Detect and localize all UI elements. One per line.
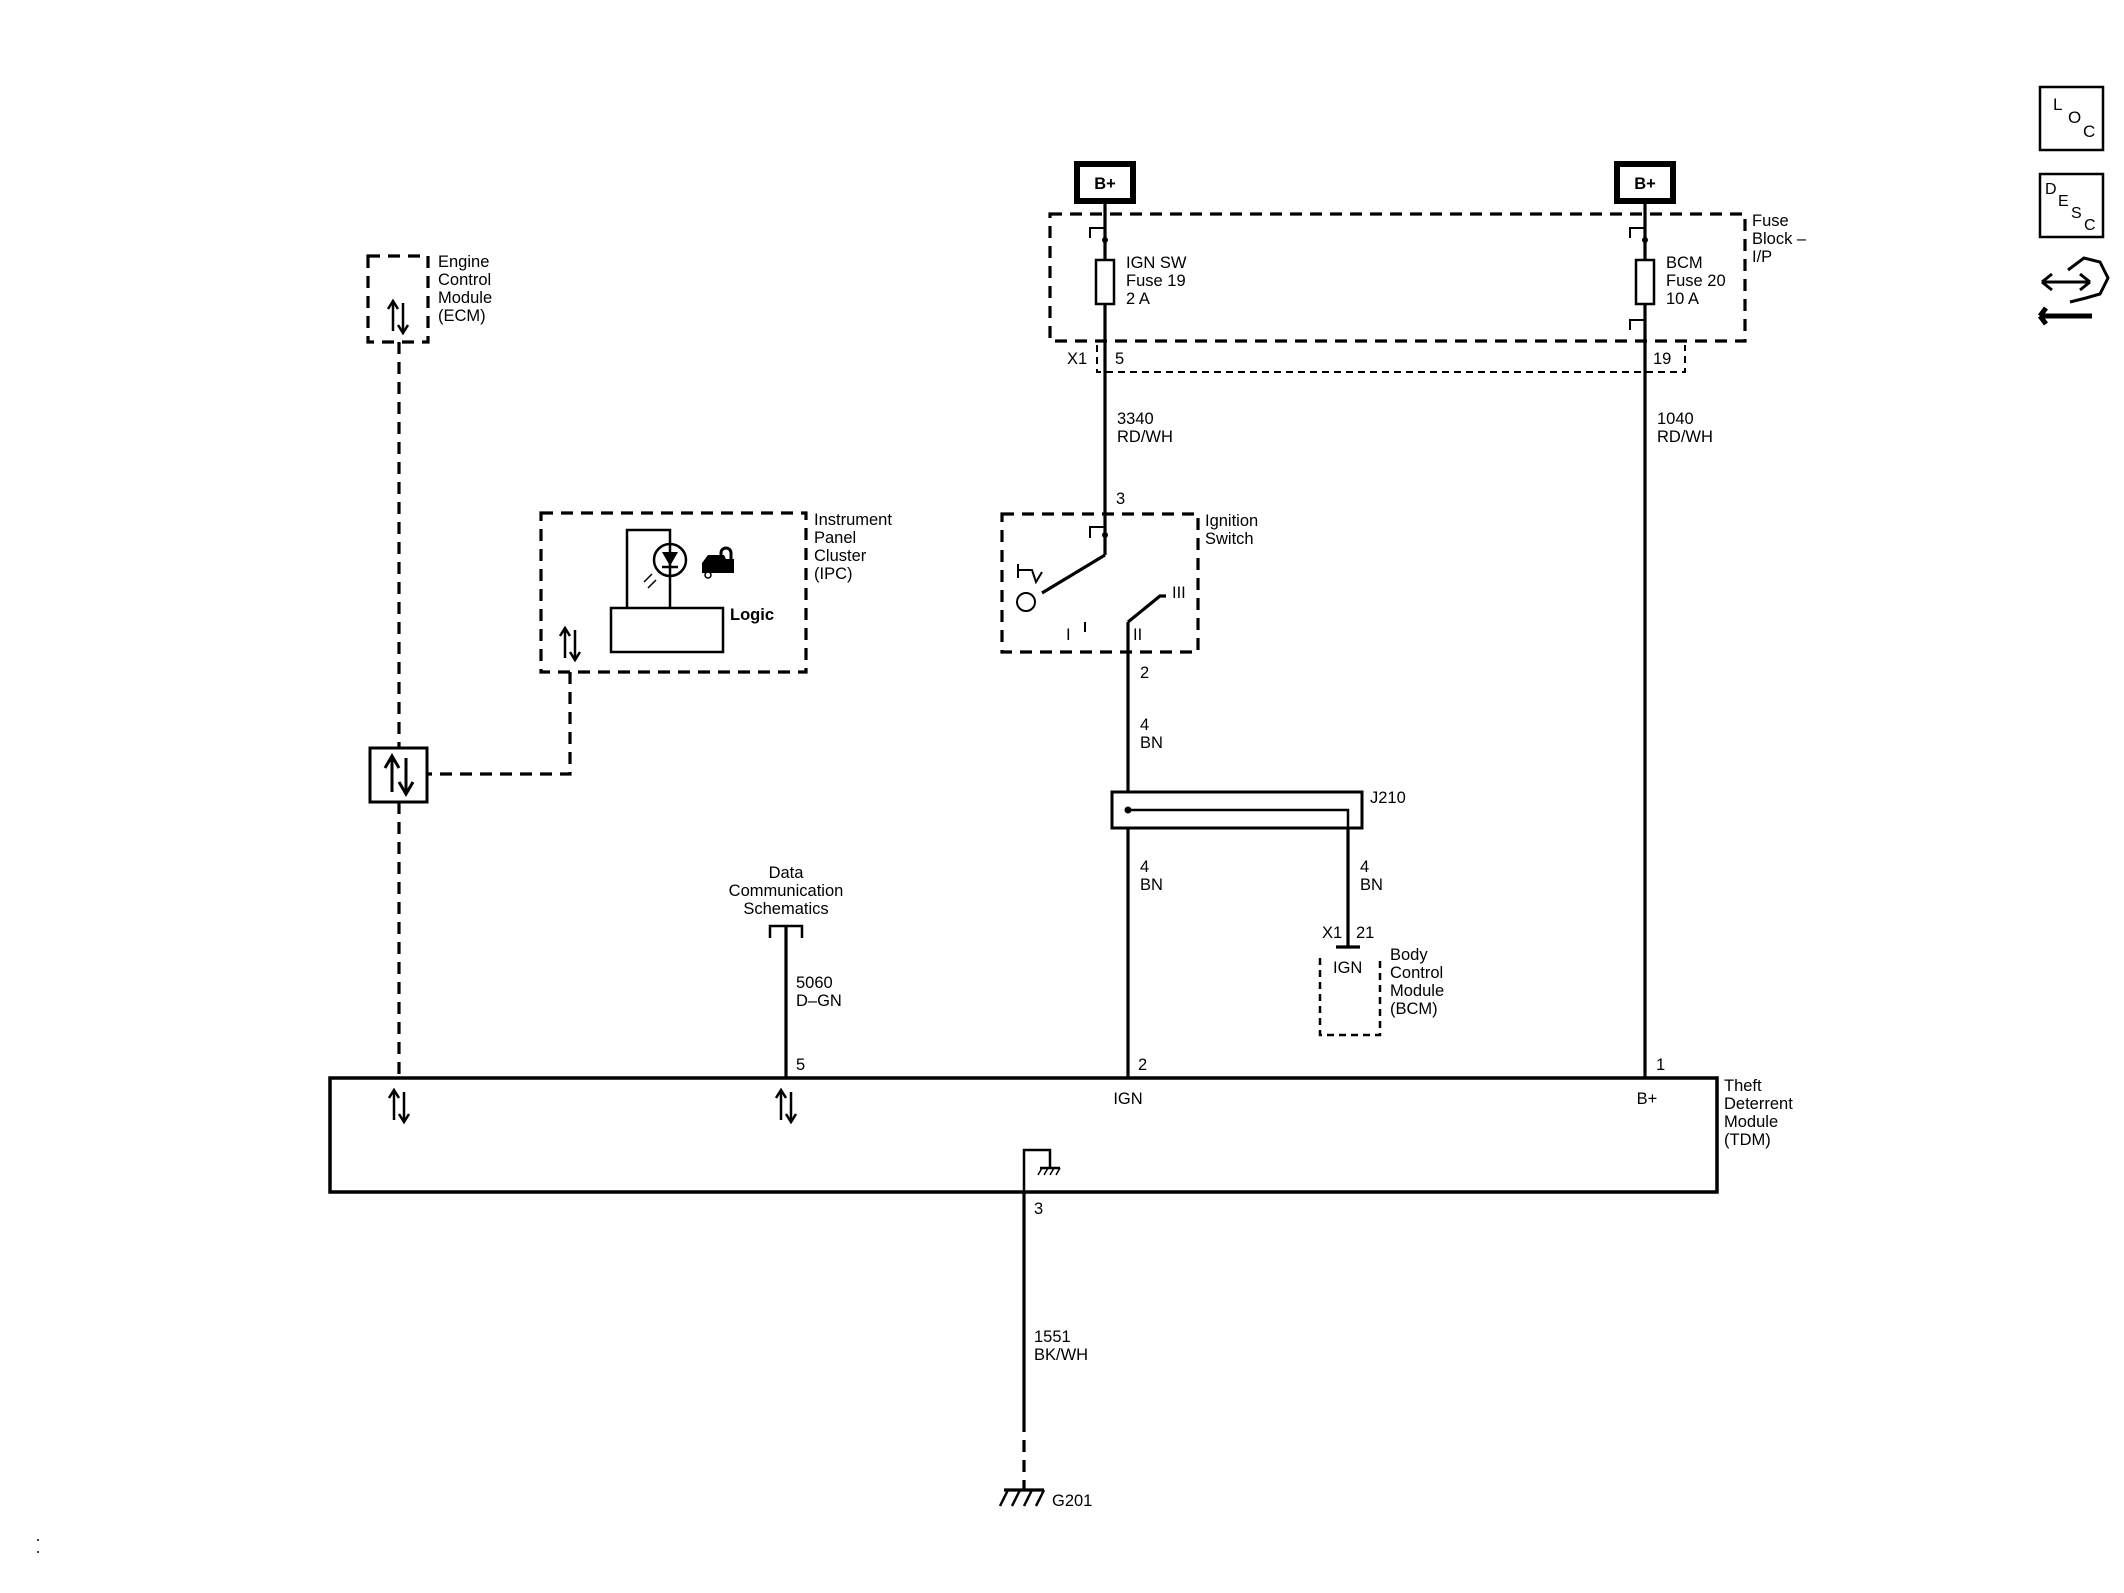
schematic-label: C [2083, 122, 2095, 141]
body-control-module: X1 21 IGN Body Control Module (BCM) [1318, 924, 1444, 1037]
schematic-label: Data [769, 864, 805, 882]
schematic-label: 4 [1140, 716, 1149, 734]
schematic-label: 4 [1360, 858, 1369, 876]
service-info-icon[interactable] [2038, 256, 2110, 326]
schematic-label: Fuse 19 [1126, 272, 1186, 290]
fuse-block: Fuse Block – I/P X1 5 19 [1048, 212, 1807, 373]
ipc-data-line [428, 672, 572, 776]
b-plus-right: B+ [1614, 161, 1676, 204]
schematic-label: (TDM) [1724, 1131, 1771, 1149]
ignition-switch-pin-2: 2 [1140, 664, 1149, 682]
schematic-label: D–GN [796, 992, 842, 1010]
splice-j210: J210 [1110, 789, 1406, 830]
schematic-label: Theft [1724, 1077, 1762, 1095]
schematic-label: (BCM) [1390, 1000, 1438, 1018]
schematic-label: Panel [814, 529, 856, 547]
theft-lock-icon [702, 546, 734, 579]
splice-label: J210 [1370, 789, 1406, 807]
schematic-label: IGN [1333, 959, 1362, 977]
schematic-label: Control [438, 271, 491, 289]
schematic-label: X1 [1322, 924, 1342, 942]
schematic-label: Fuse 20 [1666, 272, 1726, 290]
schematic-label: 10 A [1666, 290, 1699, 308]
tdm-pin-5: 5 [796, 1056, 805, 1074]
schematic-label: S [2071, 205, 2082, 222]
schematic-label: B+ [1094, 175, 1116, 193]
schematic-label: 2 A [1126, 290, 1150, 308]
schematic-label: BK/WH [1034, 1346, 1088, 1364]
ground-label: G201 [1052, 1492, 1092, 1510]
schematic-label: RD/WH [1117, 428, 1173, 446]
schematic-label: Deterrent [1724, 1095, 1793, 1113]
schematic-label: 1040 [1657, 410, 1694, 428]
bidirectional-data-icon [558, 625, 582, 663]
schematic-label: 4 [1140, 858, 1149, 876]
schematic-label: Control [1390, 964, 1443, 982]
schematic-label: Cluster [814, 547, 867, 565]
schematic-label: E [2058, 193, 2069, 210]
schematic-label: IGN [1113, 1090, 1142, 1108]
schematic-label: RD/WH [1657, 428, 1713, 446]
schematic-label: Module [1724, 1113, 1778, 1131]
bidirectional-data-icon [386, 298, 410, 336]
fuse-bcm: BCM Fuse 20 10 A [1629, 201, 1726, 330]
tdm-pin-3: 3 [1034, 1200, 1043, 1218]
fuse-block-label-3: I/P [1752, 248, 1772, 266]
schematic-label: (IPC) [814, 565, 853, 583]
bidirectional-data-icon [774, 1087, 798, 1125]
schematic-label: C [2084, 217, 2096, 234]
schematic-label: Switch [1205, 530, 1254, 548]
engine-control-module: Engine Control Module (ECM) [366, 253, 492, 344]
schematic-label: 5060 [796, 974, 833, 992]
b-plus-left: B+ [1074, 161, 1136, 204]
chassis-ground-icon [1022, 1148, 1061, 1192]
ground-g201-icon: G201 [998, 1488, 1092, 1510]
tdm-pin-1: 1 [1656, 1056, 1665, 1074]
desc-icon[interactable]: D E S C [2038, 172, 2105, 239]
schematic-label: Engine [438, 253, 489, 271]
ignition-switch: 3 Ignition Switch I III II 2 [1000, 490, 1258, 682]
schematic-label: Ignition [1205, 512, 1258, 530]
schematic-label: 21 [1356, 924, 1374, 942]
loc-icon[interactable]: L O C [2038, 85, 2105, 152]
fuse-block-pin-5: 5 [1115, 350, 1124, 368]
schematic-label: B+ [1637, 1090, 1658, 1108]
schematic-label: (ECM) [438, 307, 486, 325]
tdm-pin-2: 2 [1138, 1056, 1147, 1074]
schematic-label: 1551 [1034, 1328, 1071, 1346]
theft-deterrent-module: Theft Deterrent Module (TDM) 5 2 1 IGN B… [328, 1056, 1793, 1218]
schematic-label: Module [1390, 982, 1444, 1000]
fuse-block-label-2: Block – [1752, 230, 1807, 248]
schematic-label: I [1066, 626, 1071, 644]
schematic-label: Module [438, 289, 492, 307]
fuse-block-pin-19: 19 [1653, 350, 1671, 368]
schematic-label: BCM [1666, 254, 1703, 272]
schematic-label: BN [1140, 876, 1163, 894]
schematic-label: III [1172, 584, 1186, 602]
schematic-label: O [2068, 108, 2081, 127]
schematic-label: Schematics [743, 900, 828, 918]
bidirectional-data-icon [387, 1087, 411, 1125]
schematic-label: Logic [730, 606, 774, 624]
schematic-label: II [1133, 626, 1142, 644]
schematic-label: IGN SW [1126, 254, 1187, 272]
serial-data-splice-icon [368, 746, 429, 804]
schematic-label: D [2045, 181, 2057, 198]
schematic-label: Instrument [814, 511, 892, 529]
schematic-label: Body [1390, 946, 1428, 964]
schematic-label: 3340 [1117, 410, 1154, 428]
schematic-label: BN [1140, 734, 1163, 752]
fuse-block-connector: X1 [1067, 350, 1087, 368]
fuse-ign-sw: IGN SW Fuse 19 2 A [1089, 201, 1187, 330]
fuse-block-label-1: Fuse [1752, 212, 1789, 230]
schematic-label: L [2053, 95, 2062, 114]
schematic-label: Communication [729, 882, 844, 900]
schematic-label: BN [1360, 876, 1383, 894]
schematic-label: B+ [1634, 175, 1656, 193]
instrument-panel-cluster: Instrument Panel Cluster (IPC) Logic [539, 511, 892, 674]
ignition-switch-pin-3: 3 [1116, 490, 1125, 508]
